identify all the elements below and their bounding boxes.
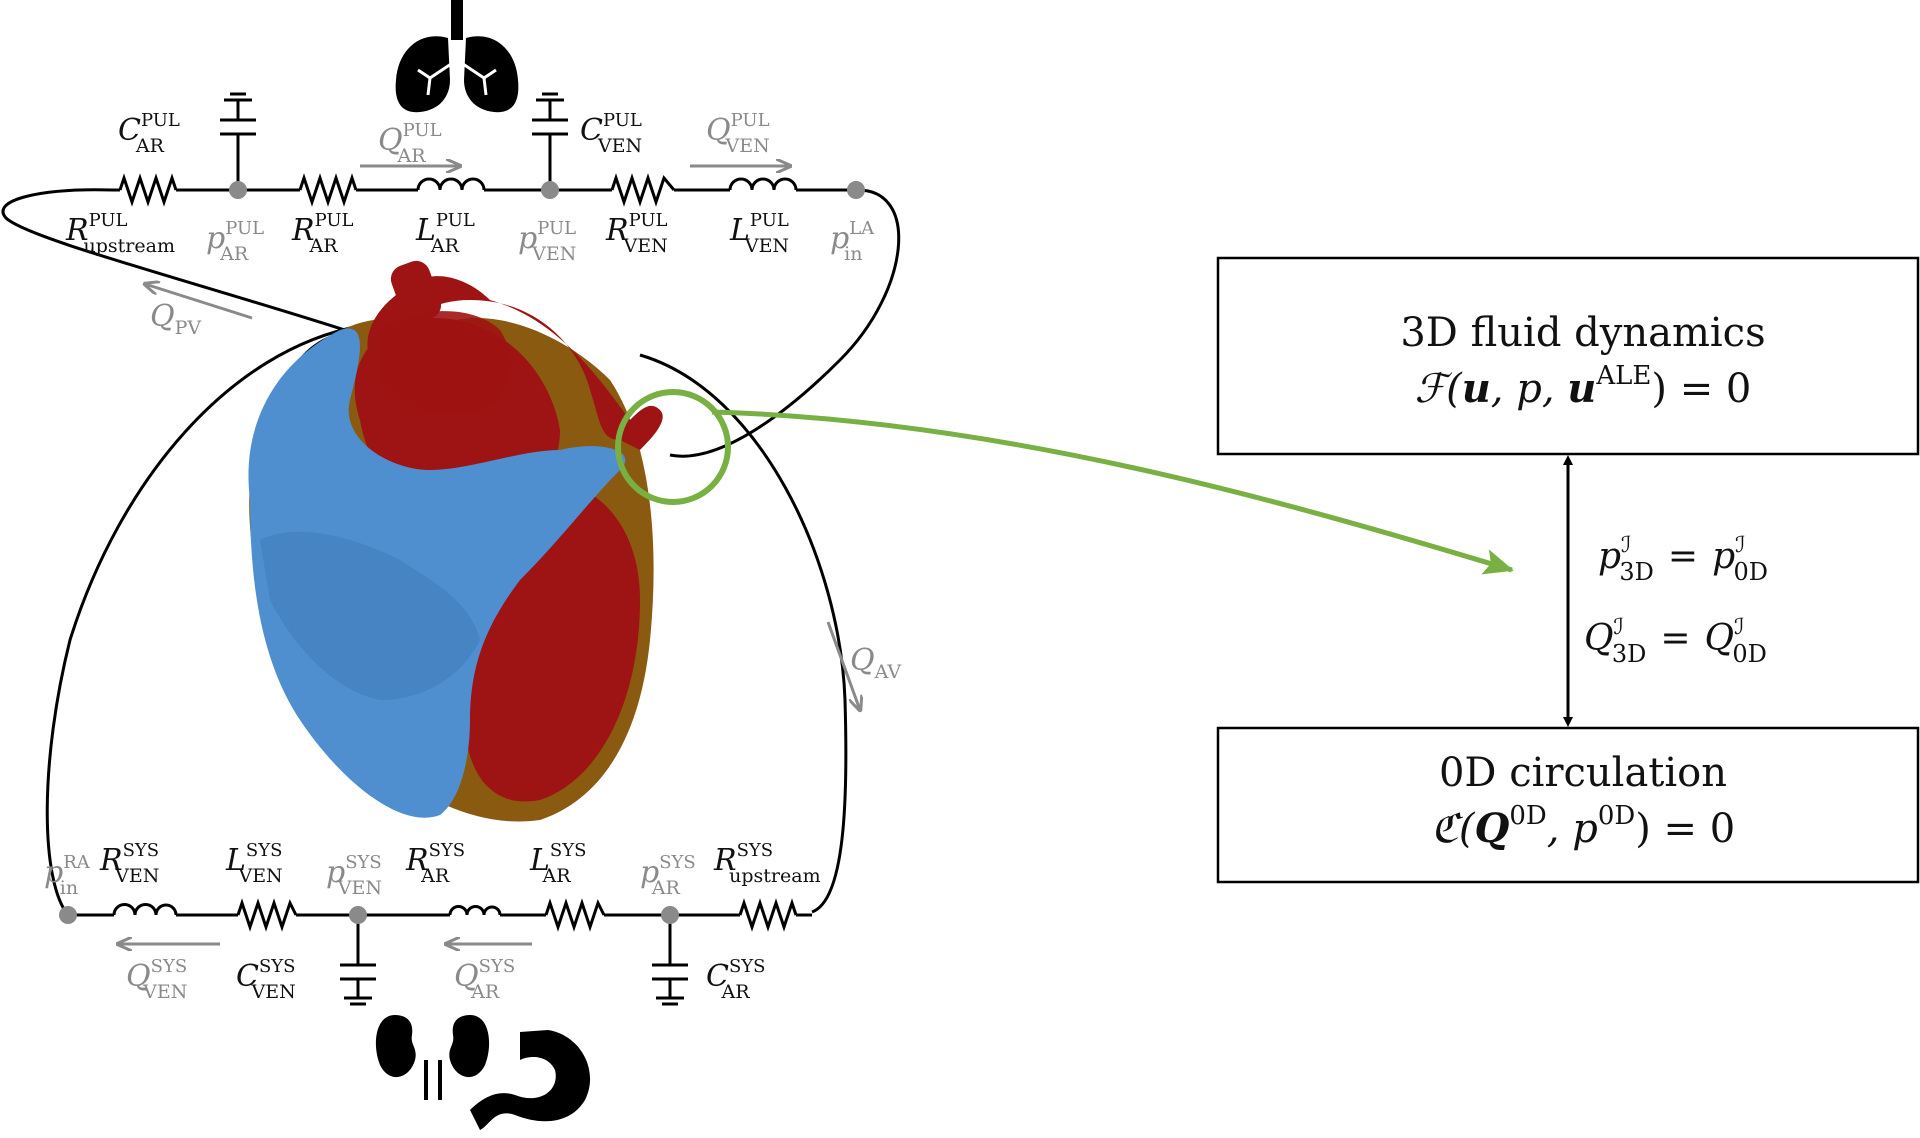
lungs-icon	[395, 0, 519, 113]
node-sys-ra	[59, 906, 77, 924]
interface-link	[615, 389, 1514, 575]
capacitor-sys-ar	[652, 915, 688, 1006]
resistor-pul-ven	[610, 173, 676, 207]
arrow-q-av	[826, 621, 860, 710]
resistors	[118, 173, 798, 932]
box-3d-fluid	[1216, 256, 1920, 456]
inductor-sys-ar	[448, 905, 502, 916]
label-q-pv: QPV	[150, 299, 201, 339]
box-3d-fluid-title: 3D fluid dynamics	[1400, 310, 1765, 356]
kidneys-icon	[375, 1015, 490, 1100]
capacitor-pul-ven	[532, 92, 568, 190]
interface-arrow	[711, 409, 1514, 575]
node-pul-ven	[541, 181, 559, 199]
node-pul-la	[847, 181, 865, 199]
box-3d-fluid-equation: ℱ(u, p, uALE) = 0	[1415, 361, 1752, 412]
inductor-pul-ar	[416, 177, 486, 191]
flow-arrows	[118, 166, 860, 944]
resistor-sys-upstream	[738, 898, 798, 932]
inductor-pul-ven	[728, 177, 798, 191]
box-0d-circulation	[1216, 726, 1920, 884]
heart-red-top	[380, 311, 511, 414]
box-0d-circulation-title: 0D circulation	[1439, 750, 1727, 796]
stomach-icon	[470, 1030, 591, 1130]
capacitor-sys-ven	[340, 915, 376, 1006]
capacitor-pul-ar	[220, 92, 256, 190]
node-sys-ven	[349, 906, 367, 924]
box-0d-circulation-equation: ℭ(Q0D, p0D) = 0	[1431, 801, 1735, 852]
arrow-q-pv	[145, 284, 253, 320]
heart-blue-ridge	[260, 531, 480, 700]
label-q-av: QAV	[850, 643, 901, 683]
resistor-pul-upstream	[118, 173, 178, 207]
valve-labels: QPV QAV	[150, 299, 901, 683]
resistor-sys-ar	[544, 898, 606, 932]
heart-model	[248, 260, 663, 822]
node-sys-ar	[661, 906, 679, 924]
node-pul-ar	[229, 181, 247, 199]
inductor-sys-ven	[112, 903, 178, 916]
interface-circle	[615, 389, 731, 505]
heart-vessel-top	[390, 260, 442, 324]
inductors	[112, 177, 798, 916]
heart-aorta	[367, 276, 663, 450]
resistor-pul-ar	[298, 173, 358, 207]
resistor-sys-ven	[236, 898, 298, 932]
heart-blue	[248, 328, 626, 818]
pressure-nodes	[59, 181, 865, 924]
wire-systemic-left	[45, 324, 361, 916]
capacitors	[220, 92, 688, 1006]
